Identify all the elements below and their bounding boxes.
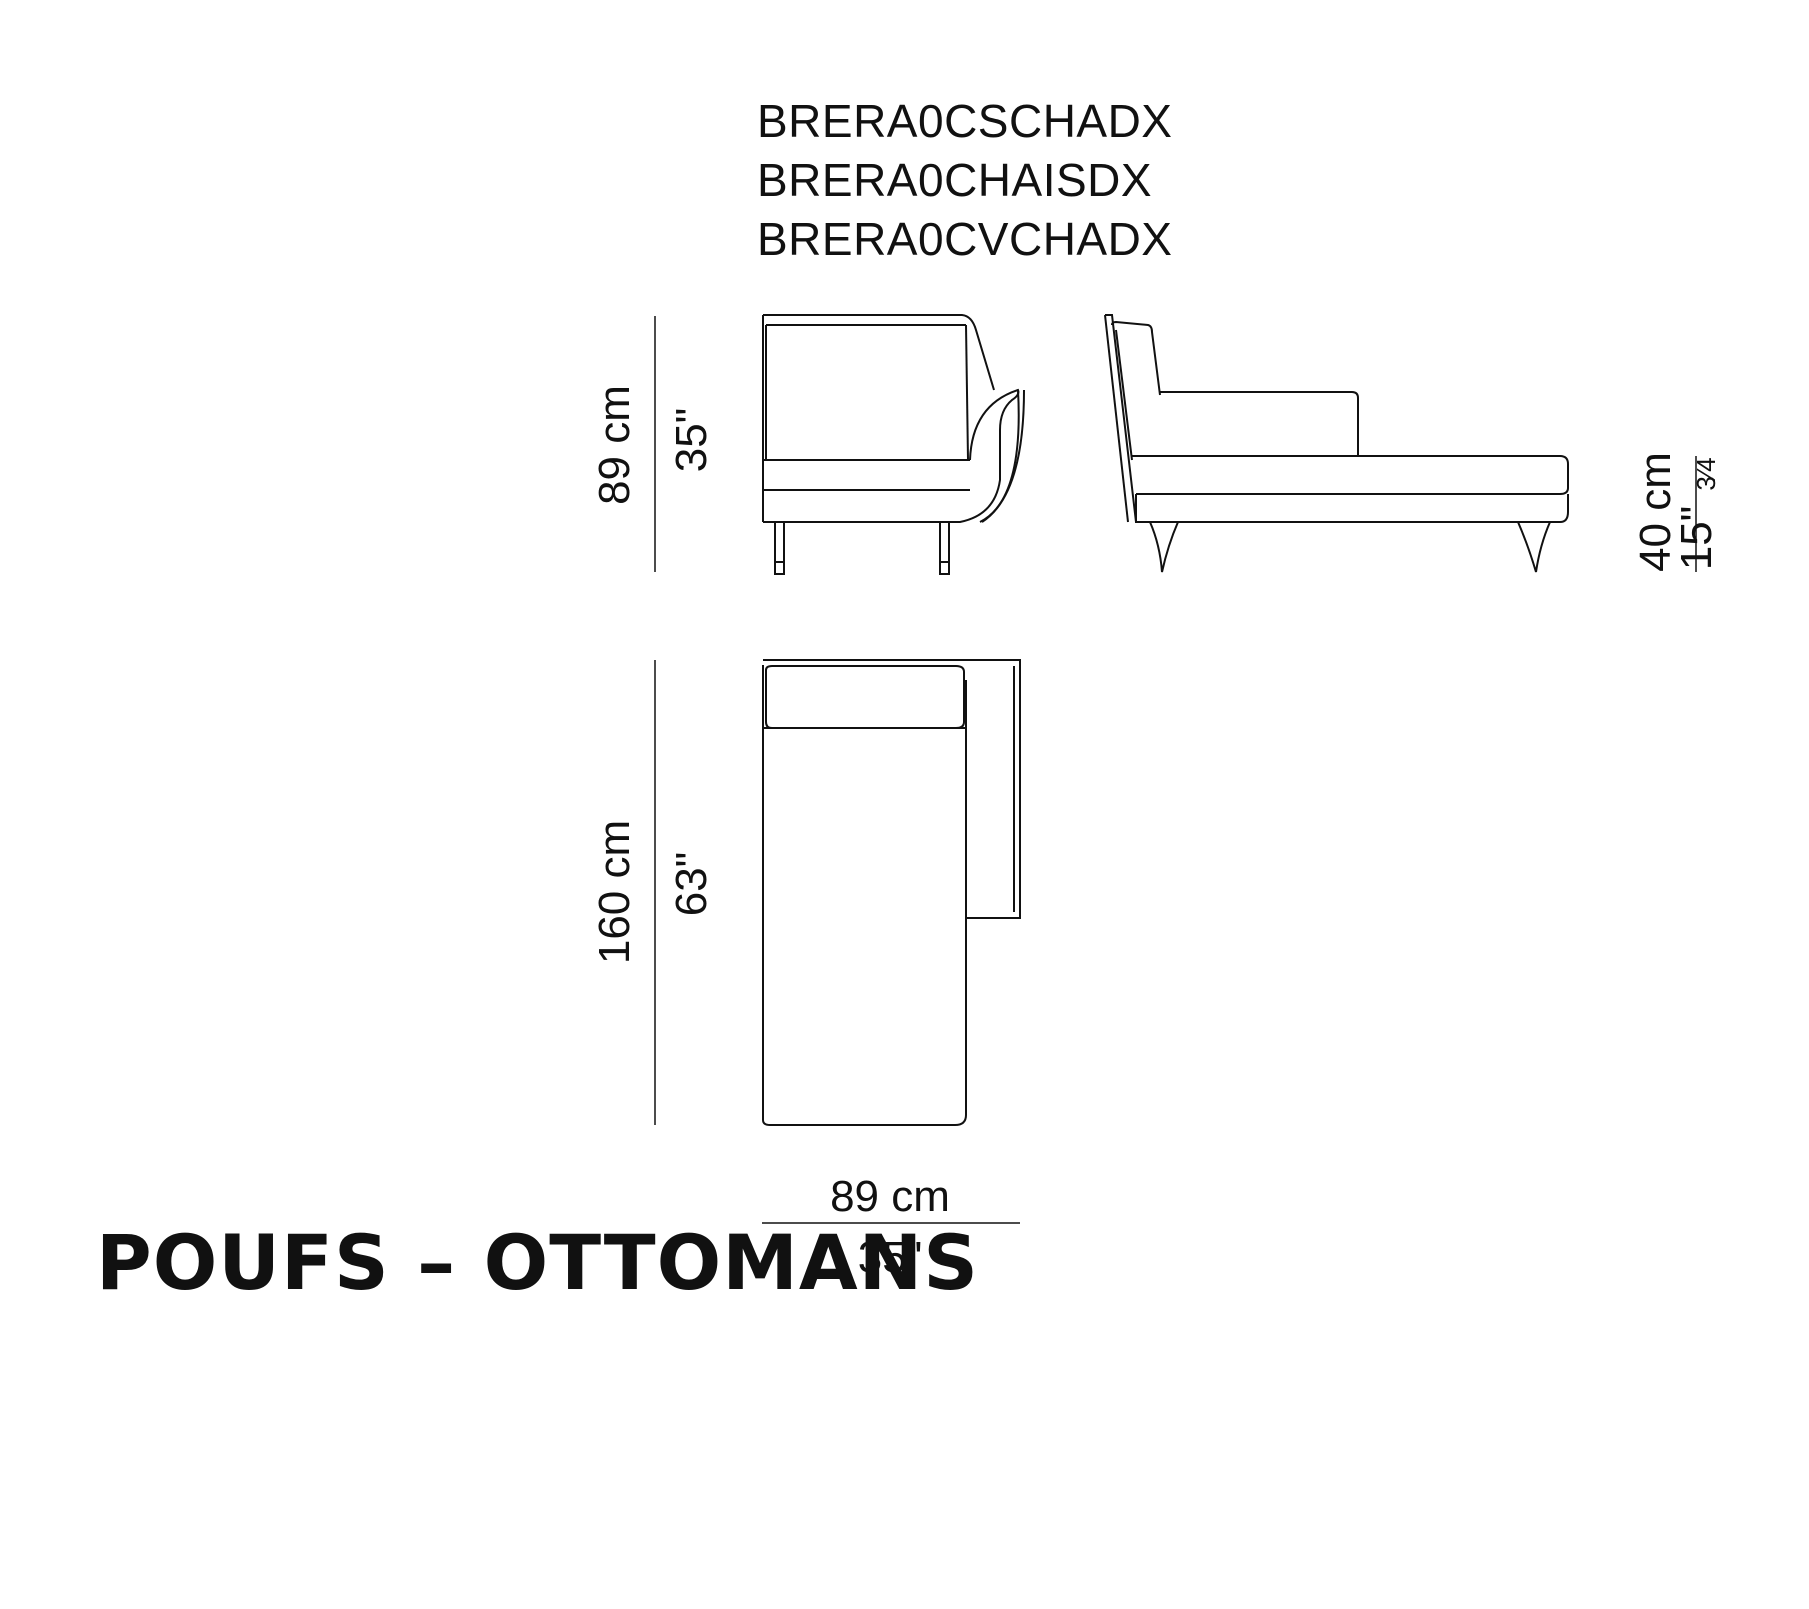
plan-view	[762, 659, 1021, 1126]
height-imperial-label: 35"	[667, 407, 716, 473]
product-code-list: BRERA0CSCHADX BRERA0CHAISDX BRERA0CVCHAD…	[757, 92, 1173, 269]
front-view	[762, 314, 1025, 575]
product-code: BRERA0CHAISDX	[757, 154, 1153, 206]
category-title: POUFS – OTTOMANS	[96, 1218, 980, 1307]
product-code: BRERA0CVCHADX	[757, 213, 1173, 265]
side-view	[1104, 314, 1569, 573]
seat-height-imperial-label: 15"	[1672, 505, 1721, 571]
height-metric-label: 89 cm	[590, 385, 639, 505]
length-metric-label: 160 cm	[590, 819, 639, 965]
length-imperial-label: 63"	[667, 851, 716, 917]
width-imperial-label: 35"	[857, 1233, 923, 1282]
seat-height-fraction-label: 3⁄4	[1691, 457, 1721, 491]
width-metric-label: 89 cm	[830, 1172, 950, 1221]
product-code: BRERA0CSCHADX	[757, 95, 1173, 147]
